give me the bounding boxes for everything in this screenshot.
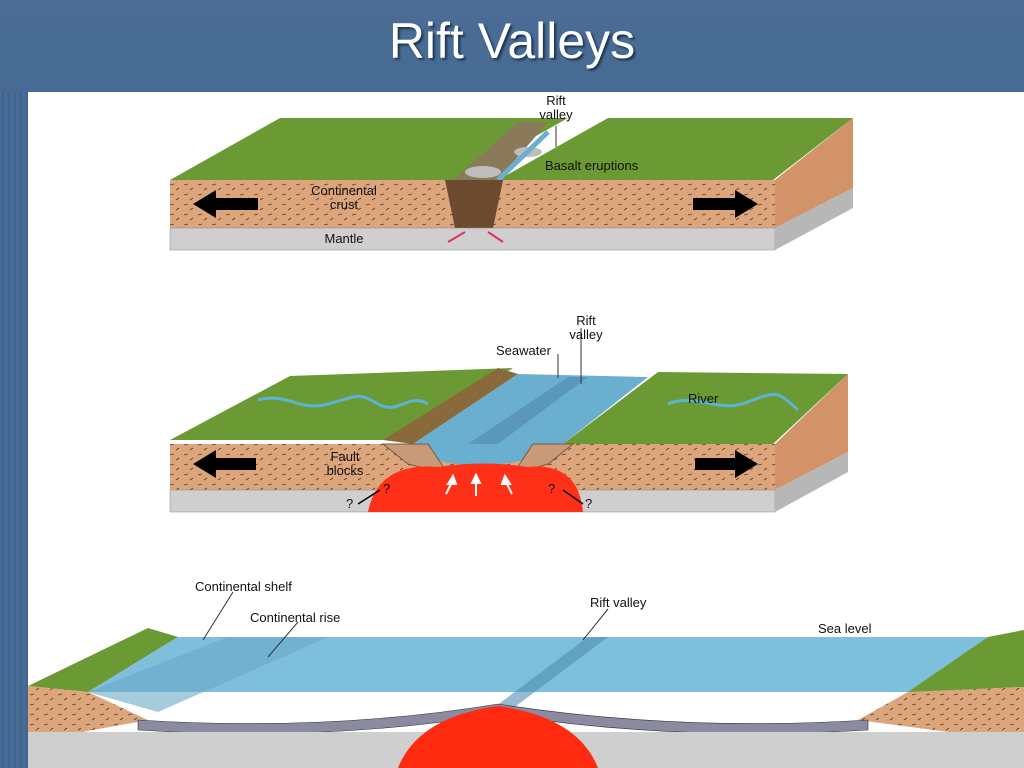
stage1-block [169,118,853,251]
stage2-rift-label-1: Rift [576,313,596,328]
rift-valley-diagram: Rift valley Basalt eruptions Continental… [28,93,1024,768]
stage3-land-right [908,630,1024,692]
stage2-river-right [667,393,800,412]
stage3-rise-label: Continental rise [250,610,340,625]
stage1-arrow-left-icon [193,190,258,218]
diagram-panel: Rift valley Basalt eruptions Continental… [28,92,1024,768]
stage1-crust-label-1: Continental [311,183,377,198]
stage2-arrow-right-icon [695,450,758,478]
stage2-fault-ridge [383,368,518,444]
stage2-arrow-left-icon [193,450,256,478]
stage1-rift-label-1: Rift [546,93,566,108]
stage1-rift-top [453,122,548,180]
stage2-question-4: ? [585,496,592,511]
stage1-grass-left [170,118,568,180]
slide-title: Rift Valleys [388,13,636,69]
stage3-shelf-label: Continental shelf [195,579,292,594]
stage1-arrow-right-icon [693,190,758,218]
stage2-question-3: ? [548,481,555,496]
stage3-magma [398,706,598,768]
stage3-land-left [28,628,178,692]
stage3-sealevel-label: Sea level [818,621,872,636]
stage1-grass-right [498,118,853,180]
stage2-question-1: ? [346,496,353,511]
stage1-upwelling-arrow-icon [487,231,504,243]
stage3-oceanic-crust [137,703,869,734]
stage1-upwelling-arrow-icon [447,231,466,243]
stage2-rift-label-2: valley [569,327,603,342]
slide-texture [0,92,28,768]
stage1-rift-cut [445,180,503,228]
stage2-block [169,328,848,513]
stage2-grass-left [170,368,513,440]
stage3-rift-label: Rift valley [590,595,647,610]
stage1-crust-label-2: crust [330,197,359,212]
stage1-mantle-label: Mantle [324,231,363,246]
stage2-upwelling-arrows-icon [445,472,513,496]
stage1-rift-label-2: valley [539,107,573,122]
stage2-fault-label-2: blocks [327,463,364,478]
stage1-basalt-label: Basalt eruptions [545,158,639,173]
stage3-block [28,591,1024,768]
stage2-river-label: River [688,391,719,406]
stage2-fault-label-1: Fault [331,449,360,464]
stage2-grass-right [563,372,848,444]
stage2-question-2: ? [383,481,390,496]
stage2-seawater-label: Seawater [496,343,552,358]
stage1-mantle [169,227,776,251]
stage2-river-left [257,395,429,409]
